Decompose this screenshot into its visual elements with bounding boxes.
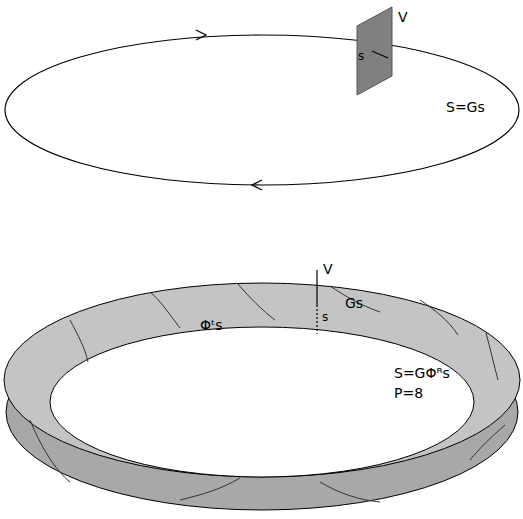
- segment: [372, 51, 388, 58]
- plane-label: V: [323, 262, 333, 276]
- formula-label: Gs: [345, 296, 363, 310]
- period-label: P=8: [394, 386, 423, 400]
- point-label: s: [322, 311, 328, 323]
- helix: [30, 284, 505, 502]
- arrow-head: [252, 180, 262, 190]
- point-label: s: [358, 50, 364, 62]
- inner-wall: [50, 418, 474, 493]
- formula-label: S=Gs: [446, 100, 485, 114]
- formula-label: S=GΦᴿs: [394, 366, 450, 380]
- section-line: [316, 270, 317, 305]
- orbit: [5, 35, 519, 185]
- band-hole: [50, 327, 474, 477]
- section-line-hidden: [316, 305, 317, 334]
- flow-label: Φᵗs: [200, 318, 222, 332]
- section-plane: [357, 7, 392, 95]
- plane-label: V: [398, 10, 408, 24]
- arrow-head: [196, 30, 206, 40]
- band-top: [4, 283, 520, 477]
